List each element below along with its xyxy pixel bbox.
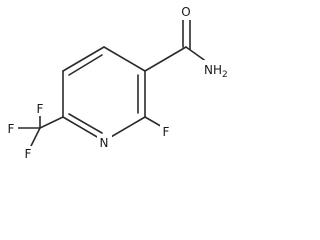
label-mask-cf3-left (5, 121, 18, 136)
label-mask-ring-n (97, 135, 112, 150)
bond-n-c6-inner (68, 113, 103, 134)
atom-label-cf3-fluorine-bottom: F (25, 147, 32, 161)
bond-carbonyl-amide-n (185, 46, 208, 63)
bond-cf3-f-bottom (29, 127, 41, 149)
atom-label-fluoro: F (163, 125, 170, 139)
atom-label-amide-nitrogen: NH2 (204, 63, 228, 80)
pyridine-ring (62, 46, 146, 142)
label-mask-amide-n (203, 60, 235, 80)
chemical-structure-diagram: O NH2 N F F F F (5, 4, 235, 161)
bond-c6-cf3-carbon (39, 116, 64, 129)
label-mask-cf3-bottom (22, 146, 35, 161)
atom-label-ring-nitrogen: N (100, 136, 109, 150)
atom-label-carbonyl-oxygen: O (181, 5, 190, 19)
bond-c5-c4-inner (68, 54, 103, 76)
atom-label-cf3-fluorine-top: F (37, 102, 44, 116)
trifluoromethyl-group (16, 111, 64, 149)
bond-c5-c4 (62, 46, 105, 72)
label-mask-oxygen (179, 4, 194, 20)
carboxamide-group (144, 17, 208, 72)
label-mask-fluoro (160, 124, 173, 140)
bond-c4-c3 (103, 46, 146, 72)
atom-label-cf3-fluorine-left: F (8, 122, 15, 136)
bond-c3-carbonyl (144, 46, 187, 72)
label-mask-cf3-top (34, 101, 47, 116)
